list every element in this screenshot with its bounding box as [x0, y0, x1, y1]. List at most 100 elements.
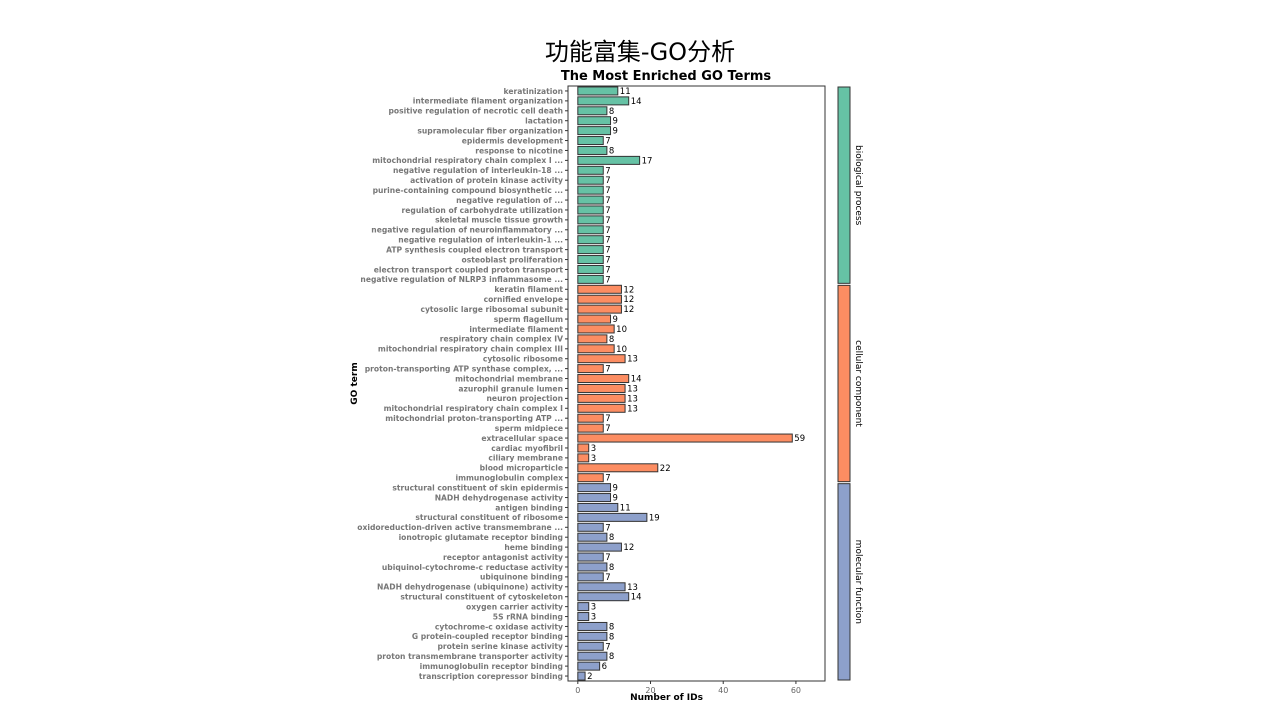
bar [577, 582, 626, 592]
bar [577, 473, 604, 483]
bar-value-label: 9 [613, 315, 618, 325]
bar-value-label: 7 [605, 216, 610, 226]
y-tick-label: protein serine kinase activity [437, 642, 563, 651]
facet-strip [837, 284, 851, 483]
y-tick-label: neuron projection [487, 394, 563, 403]
bar-value-label: 14 [631, 97, 642, 107]
bar-value-label: 7 [605, 246, 610, 256]
y-tick-label: cytosolic large ribosomal subunit [420, 305, 563, 314]
bar [577, 483, 612, 493]
bar [577, 612, 590, 622]
bar-value-label: 13 [627, 583, 638, 593]
bar-value-label: 12 [623, 285, 634, 295]
facet-strip-label: biological process [853, 145, 863, 226]
y-tick-label: mitochondrial respiratory chain complex … [378, 345, 563, 354]
y-tick-label: purine-containing compound biosynthetic … [373, 186, 564, 195]
y-tick-label: activation of protein kinase activity [410, 176, 563, 185]
facet-strip-label: molecular function [853, 540, 863, 624]
bar [577, 314, 612, 324]
bar [577, 374, 630, 384]
bar [577, 354, 626, 364]
facet-strip [837, 483, 851, 681]
bar [577, 96, 630, 106]
y-tick-label: ionotropic glutamate receptor binding [399, 533, 563, 542]
bar-value-label: 7 [605, 236, 610, 246]
bar [577, 542, 622, 552]
bar-value-label: 22 [660, 464, 671, 474]
x-tick-label: 0 [575, 686, 580, 695]
bar-value-label: 7 [605, 137, 610, 147]
bar [577, 126, 612, 136]
bar-value-label: 14 [631, 593, 642, 603]
bar [577, 621, 608, 631]
y-tick-label: structural constituent of cytoskeleton [400, 593, 563, 602]
bar [577, 463, 659, 473]
bar-value-label: 7 [605, 275, 610, 285]
bar [577, 106, 608, 116]
bar [577, 383, 626, 393]
bar [577, 165, 604, 175]
bar [577, 304, 622, 314]
bar [577, 145, 608, 155]
bar-value-label: 7 [605, 226, 610, 236]
bar-value-label: 3 [591, 603, 596, 613]
y-tick-label: immunoglobulin receptor binding [420, 662, 563, 671]
y-tick-label: cardiac myofibril [491, 444, 563, 453]
bar-value-label: 8 [609, 335, 614, 345]
bar-value-label: 9 [613, 117, 618, 127]
bar [577, 562, 608, 572]
bar [577, 393, 626, 403]
bar-value-label: 59 [794, 434, 805, 444]
chart-title: The Most Enriched GO Terms [561, 69, 772, 84]
facet-strip [837, 86, 851, 284]
y-tick-label: keratin filament [494, 285, 563, 294]
y-tick-label: negative regulation of ... [456, 196, 563, 205]
bar [577, 364, 604, 374]
bar [577, 641, 604, 651]
bar [577, 502, 619, 512]
bar [577, 264, 604, 274]
bar-value-label: 8 [609, 622, 614, 632]
bar-value-label: 7 [605, 265, 610, 275]
bar [577, 274, 604, 284]
bar-value-label: 12 [623, 543, 634, 553]
bar-value-label: 8 [609, 533, 614, 543]
bar-value-label: 17 [642, 156, 653, 166]
y-tick-label: epidermis development [462, 136, 564, 145]
bar-value-label: 3 [591, 444, 596, 454]
bar [577, 245, 604, 255]
bar [577, 215, 604, 225]
bar-value-label: 9 [613, 127, 618, 137]
y-tick-label: intermediate filament organization [413, 97, 563, 106]
x-tick-label: 60 [791, 686, 801, 695]
bar [577, 413, 604, 423]
bar-value-label: 7 [605, 206, 610, 216]
bar-value-label: 8 [609, 632, 614, 642]
bar-value-label: 2 [587, 672, 592, 682]
bar [577, 235, 604, 245]
bar-value-label: 7 [605, 186, 610, 196]
y-tick-label: ciliary membrane [488, 454, 563, 463]
plot-border [567, 85, 826, 682]
bar [577, 225, 604, 235]
bar-value-label: 3 [591, 613, 596, 623]
y-tick-label: skeletal muscle tissue growth [435, 216, 563, 225]
y-tick-label: extracellular space [481, 434, 563, 443]
bar [577, 671, 586, 681]
y-tick-label: ubiquinone binding [480, 573, 563, 582]
bar-value-label: 7 [605, 573, 610, 583]
y-tick-label: structural constituent of skin epidermis [392, 483, 563, 492]
bar-value-label: 7 [605, 553, 610, 563]
y-tick-label: lactation [525, 117, 563, 126]
bar-value-label: 10 [616, 325, 627, 335]
y-tick-label: negative regulation of NLRP3 inflammasom… [360, 275, 563, 284]
bar [577, 136, 604, 146]
x-tick-label: 20 [645, 686, 655, 695]
y-tick-label: oxygen carrier activity [466, 602, 563, 611]
bar [577, 493, 612, 503]
bar [577, 195, 604, 205]
bar-value-label: 19 [649, 513, 660, 523]
bar-value-label: 11 [620, 503, 631, 513]
y-tick-label: sperm flagellum [494, 315, 563, 324]
y-tick-label: respiratory chain complex IV [440, 335, 563, 344]
